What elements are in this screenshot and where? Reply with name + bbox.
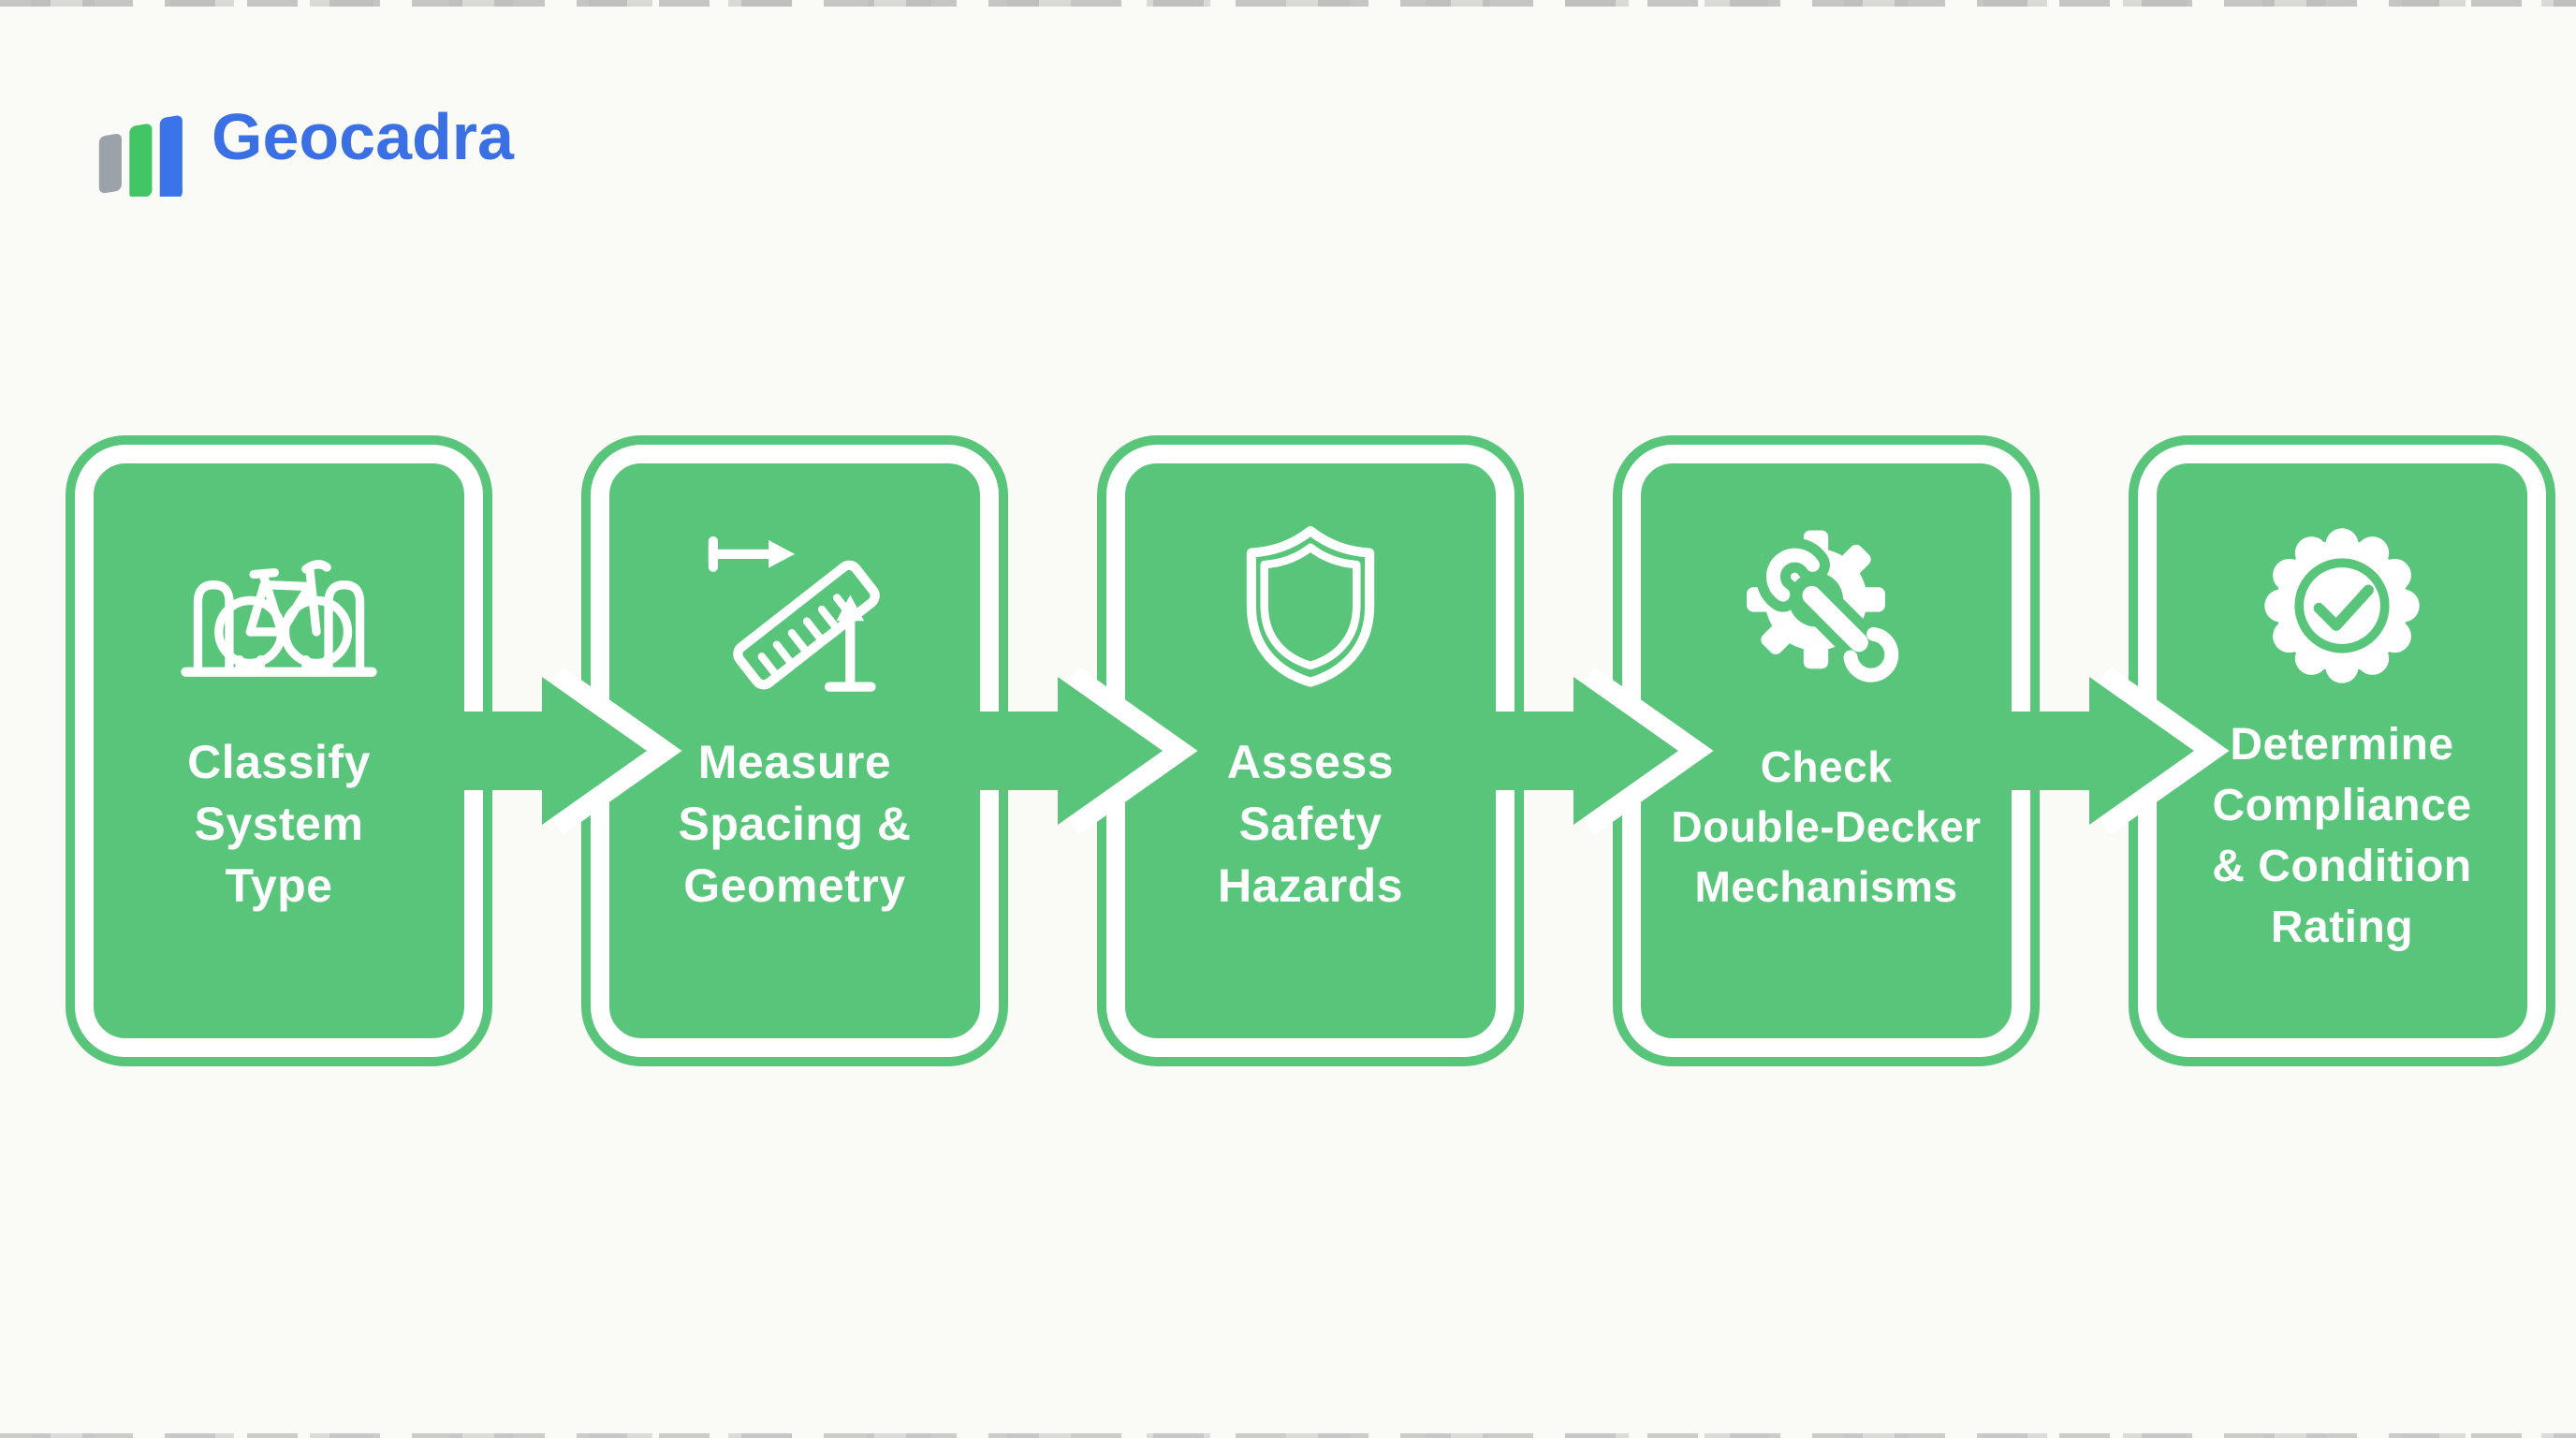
rosette-check-icon <box>2260 518 2424 694</box>
gear-wrench-icon <box>1734 518 1919 694</box>
flow-step-card-3: Assess Safety Hazards <box>1106 445 1515 1057</box>
step-label: Check Double-Decker Mechanisms <box>1671 742 1982 911</box>
brand-name: Geocadra <box>212 100 514 173</box>
flow-step-card-4: Check Double-Decker Mechanisms <box>1622 445 2030 1057</box>
flow-step-card-1: Classify System Type <box>75 445 483 1057</box>
bicycle-rack-icon <box>179 518 379 694</box>
top-edge-artifact-marks <box>0 0 2576 7</box>
step-label: Determine Compliance & Condition Rating <box>2212 720 2472 952</box>
ruler-arrows-icon <box>699 518 890 694</box>
step-label: Classify System Type <box>187 736 371 912</box>
flow-step-card-5: Determine Compliance & Condition Rating <box>2138 445 2546 1057</box>
shield-icon <box>1236 518 1385 694</box>
bottom-edge-artifact-marks <box>0 1433 2576 1438</box>
bar-chart-logo-icon <box>98 115 183 197</box>
flow-step-card-2: Measure Spacing & Geometry <box>591 445 999 1057</box>
logo: Geocadra <box>97 82 514 197</box>
step-label: Assess Safety Hazards <box>1217 736 1404 912</box>
step-label: Measure Spacing & Geometry <box>678 736 912 912</box>
